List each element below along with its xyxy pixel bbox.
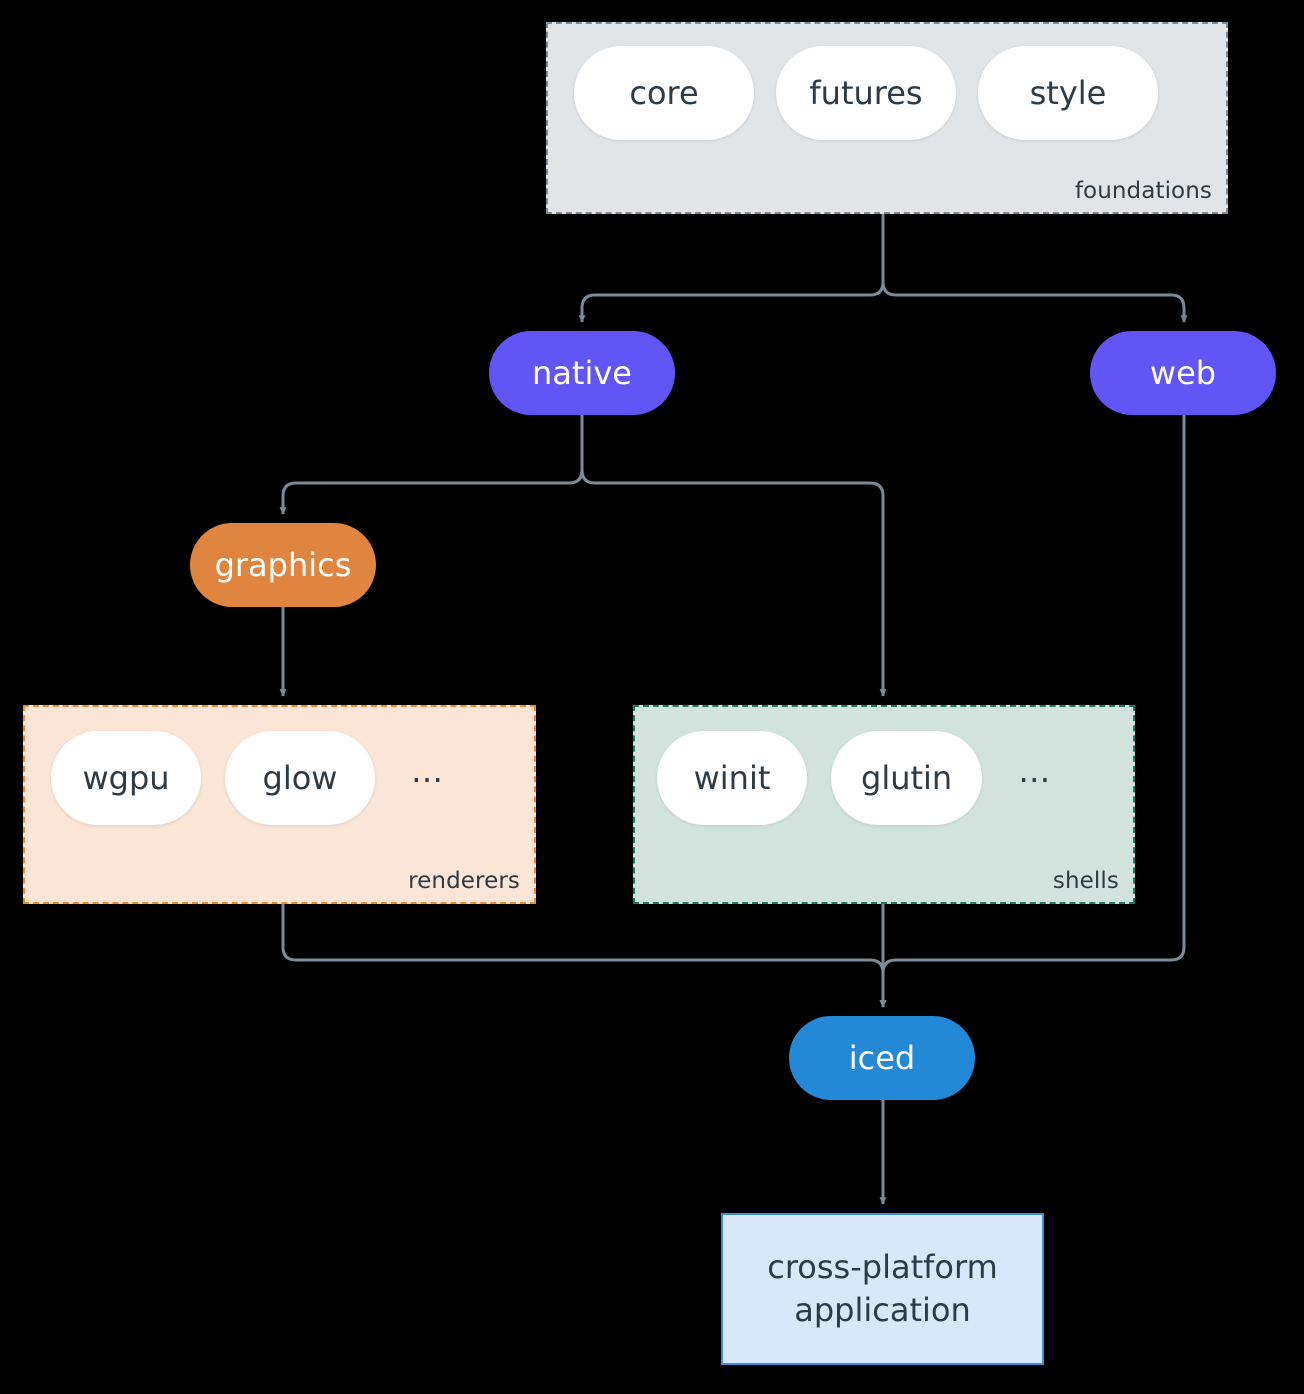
node-winit[interactable]: winit: [657, 731, 807, 825]
group-foundations-items: core futures style: [574, 46, 1158, 140]
group-shells: winit glutin … shells: [633, 705, 1135, 904]
application-line-1: cross-platform: [767, 1247, 998, 1286]
group-foundations: core futures style foundations: [546, 22, 1228, 214]
group-foundations-label: foundations: [1074, 178, 1212, 204]
node-iced[interactable]: iced: [789, 1016, 975, 1100]
node-cross-platform-application[interactable]: cross-platform application: [721, 1213, 1044, 1365]
group-shells-items: winit glutin …: [657, 731, 1060, 825]
edge-foundations-web: [881, 214, 1188, 323]
node-graphics[interactable]: graphics: [190, 523, 376, 607]
application-line-2: application: [794, 1291, 971, 1329]
group-renderers: wgpu glow … renderers: [23, 705, 536, 904]
node-native[interactable]: native: [489, 331, 675, 415]
node-style[interactable]: style: [978, 46, 1158, 140]
edge-renderers-iced: [281, 904, 887, 1008]
node-web[interactable]: web: [1090, 331, 1276, 415]
edge-native-graphics: [279, 415, 584, 515]
edge-native-shells: [580, 415, 887, 697]
shells-more-ellipsis: …: [1018, 752, 1051, 790]
group-renderers-label: renderers: [408, 868, 520, 894]
renderers-more-ellipsis: …: [411, 752, 443, 790]
node-core[interactable]: core: [574, 46, 754, 140]
node-glow[interactable]: glow: [225, 731, 375, 825]
node-wgpu[interactable]: wgpu: [51, 731, 201, 825]
group-renderers-items: wgpu glow …: [51, 731, 453, 825]
group-shells-label: shells: [1052, 868, 1119, 894]
node-glutin[interactable]: glutin: [831, 731, 983, 825]
node-futures[interactable]: futures: [776, 46, 956, 140]
edge-foundations-native: [578, 214, 885, 323]
